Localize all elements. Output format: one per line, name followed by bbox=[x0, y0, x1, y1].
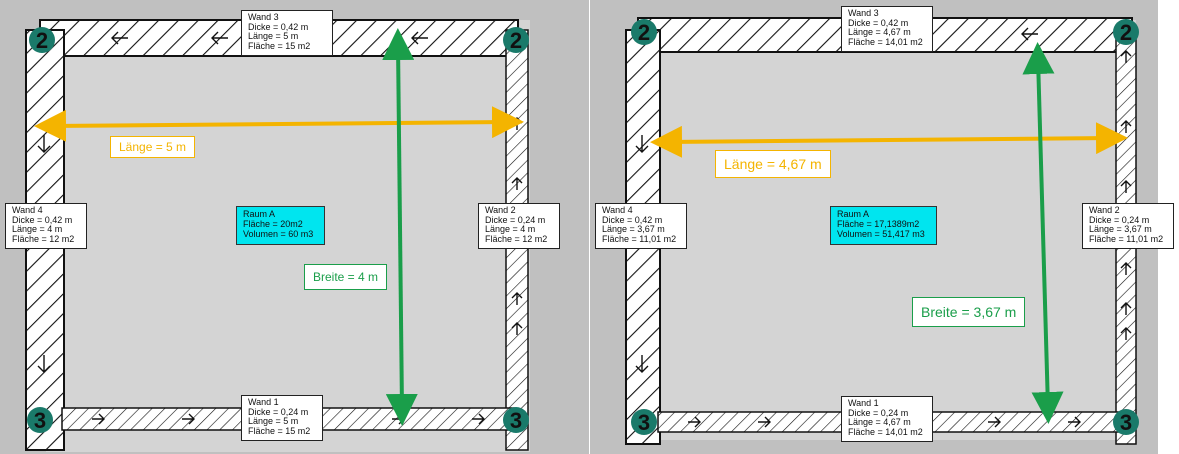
wall-1-laenge: Länge = 5 m bbox=[248, 416, 299, 427]
wall-1-dicke: Dicke = 0,24 m bbox=[848, 407, 909, 418]
corner-badge-bottom-right: 3 bbox=[503, 407, 529, 433]
corner-badge-top-right: 2 bbox=[1113, 19, 1139, 45]
wall-2-laenge: Länge = 4 m bbox=[485, 224, 536, 235]
wall-1-flaeche: Fläche = 15 m2 bbox=[248, 426, 311, 437]
wall-4-laenge: Länge = 4 m bbox=[12, 224, 63, 235]
corner-badge-bottom-left: 3 bbox=[631, 409, 657, 435]
wall-3-dicke: Dicke = 0,42 m bbox=[848, 17, 909, 28]
svg-text:3: 3 bbox=[510, 408, 522, 433]
breite-dimension-arrow bbox=[382, 28, 418, 426]
wall-3-dicke: Dicke = 0,42 m bbox=[248, 21, 309, 32]
svg-text:3: 3 bbox=[638, 410, 650, 435]
floorplan-panel-2: 2 2 3 3 Wand 3 Dicke = 0,42 m Länge = 4,… bbox=[590, 0, 1179, 454]
raum-title: Raum A bbox=[837, 209, 870, 219]
wall-3-flaeche: Fläche = 15 m2 bbox=[248, 41, 311, 52]
wall-2-flaeche: Fläche = 11,01 m2 bbox=[1089, 234, 1164, 245]
wall-1-flaeche: Fläche = 14,01 m2 bbox=[848, 427, 923, 438]
wall-2-laenge: Länge = 3,67 m bbox=[1089, 224, 1152, 235]
wall-3-info-box: Wand 3 Dicke = 0,42 m Länge = 5 m Fläche… bbox=[241, 10, 333, 56]
raum-flaeche: Fläche = 17,1389m2 bbox=[837, 218, 920, 229]
wall-4-laenge: Länge = 3,67 m bbox=[602, 224, 665, 235]
wall-4-flaeche: Fläche = 12 m2 bbox=[12, 234, 75, 245]
wall-2-dicke: Dicke = 0,24 m bbox=[485, 214, 546, 225]
wall-3-flaeche: Fläche = 14,01 m2 bbox=[848, 37, 923, 48]
raum-info-box: Raum A Fläche = 17,1389m2 Volumen = 51,4… bbox=[830, 206, 937, 245]
laenge-dimension-label: Länge = 4,67 m bbox=[715, 150, 831, 178]
raum-title: Raum A bbox=[243, 209, 276, 219]
svg-text:2: 2 bbox=[638, 20, 650, 45]
wall-1-info-box: Wand 1 Dicke = 0,24 m Länge = 4,67 m Flä… bbox=[841, 396, 933, 442]
wall-3-title: Wand 3 bbox=[848, 8, 879, 18]
wall-3-laenge: Länge = 5 m bbox=[248, 31, 299, 42]
wall-1-title: Wand 1 bbox=[848, 398, 879, 408]
wall-3-info-box: Wand 3 Dicke = 0,42 m Länge = 4,67 m Flä… bbox=[841, 6, 933, 52]
svg-text:3: 3 bbox=[1120, 410, 1132, 435]
breite-dimension-label: Breite = 3,67 m bbox=[912, 297, 1026, 327]
wall-4-dicke: Dicke = 0,42 m bbox=[12, 214, 73, 225]
wall-2-title: Wand 2 bbox=[485, 205, 516, 215]
raum-volumen: Volumen = 60 m3 bbox=[243, 228, 314, 239]
wall-1-info-box: Wand 1 Dicke = 0,24 m Länge = 5 m Fläche… bbox=[241, 395, 323, 441]
wall-1-dicke: Dicke = 0,24 m bbox=[248, 406, 309, 417]
raum-info-box: Raum A Fläche = 20m2 Volumen = 60 m3 bbox=[236, 206, 325, 245]
wall-2-dicke: Dicke = 0,24 m bbox=[1089, 214, 1150, 225]
wall-4-info-box: Wand 4 Dicke = 0,42 m Länge = 4 m Fläche… bbox=[5, 203, 87, 249]
wall-4-title: Wand 4 bbox=[602, 205, 633, 215]
wall-3-title: Wand 3 bbox=[248, 12, 279, 22]
svg-text:2: 2 bbox=[36, 28, 48, 53]
svg-text:2: 2 bbox=[1120, 20, 1132, 45]
wall-2-flaeche: Fläche = 12 m2 bbox=[485, 234, 548, 245]
corner-badge-top-right: 2 bbox=[503, 27, 529, 53]
svg-text:2: 2 bbox=[510, 28, 522, 53]
raum-flaeche: Fläche = 20m2 bbox=[243, 218, 303, 229]
floorplan-panel-1: 2 2 3 3 Wand 3 Dicke = 0,42 m Länge = 5 … bbox=[0, 0, 589, 454]
wall-2-info-box: Wand 2 Dicke = 0,24 m Länge = 4 m Fläche… bbox=[478, 203, 560, 249]
corner-badge-top-left: 2 bbox=[631, 19, 657, 45]
wall-4-dicke: Dicke = 0,42 m bbox=[602, 214, 663, 225]
raum-volumen: Volumen = 51,417 m3 bbox=[837, 228, 925, 239]
laenge-dimension-label: Länge = 5 m bbox=[110, 136, 196, 158]
breite-dimension-label: Breite = 4 m bbox=[304, 264, 388, 290]
corner-badge-bottom-left: 3 bbox=[27, 407, 53, 433]
wall-4-info-box: Wand 4 Dicke = 0,42 m Länge = 3,67 m Flä… bbox=[595, 203, 687, 249]
corner-badge-top-left: 2 bbox=[29, 27, 55, 53]
breite-dimension-arrow bbox=[1022, 42, 1064, 424]
wall-4-title: Wand 4 bbox=[12, 205, 43, 215]
wall-2-info-box: Wand 2 Dicke = 0,24 m Länge = 3,67 m Flä… bbox=[1082, 203, 1174, 249]
corner-badge-bottom-right: 3 bbox=[1113, 409, 1139, 435]
wall-3-laenge: Länge = 4,67 m bbox=[848, 27, 911, 38]
wall-4-flaeche: Fläche = 11,01 m2 bbox=[602, 234, 677, 245]
svg-text:3: 3 bbox=[34, 408, 46, 433]
wall-1-laenge: Länge = 4,67 m bbox=[848, 417, 911, 428]
wall-2-title: Wand 2 bbox=[1089, 205, 1120, 215]
wall-1-title: Wand 1 bbox=[248, 397, 279, 407]
wall-direction-arrows bbox=[635, 27, 1132, 428]
laenge-dimension-arrow bbox=[34, 106, 524, 142]
